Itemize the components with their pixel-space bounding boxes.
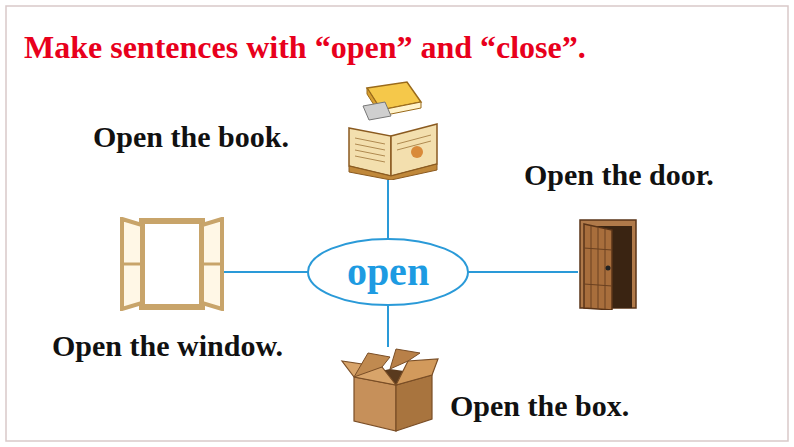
picture-node: Open the book. xyxy=(345,80,441,180)
example-sentence: Open the box. xyxy=(450,389,629,422)
connector-line xyxy=(387,305,389,347)
illustration xyxy=(345,80,441,180)
frame-border xyxy=(6,6,788,441)
illustration xyxy=(340,347,440,433)
illustration xyxy=(578,218,638,310)
connector-line xyxy=(387,180,389,239)
picture-node: Open the door. xyxy=(578,218,638,310)
connector-line xyxy=(224,271,308,273)
keyword-text: open xyxy=(347,252,429,292)
picture-node: Open the window. xyxy=(120,217,224,311)
illustration xyxy=(120,217,224,311)
example-sentence: Open the door. xyxy=(524,158,714,191)
picture-node: Open the box. xyxy=(340,347,440,433)
connector-line xyxy=(468,271,578,273)
example-sentence: Open the window. xyxy=(52,329,283,362)
slide-title: Make sentences with “open” and “close”. xyxy=(24,30,586,65)
keyword-ellipse: open xyxy=(306,237,470,307)
example-sentence: Open the book. xyxy=(93,120,289,153)
